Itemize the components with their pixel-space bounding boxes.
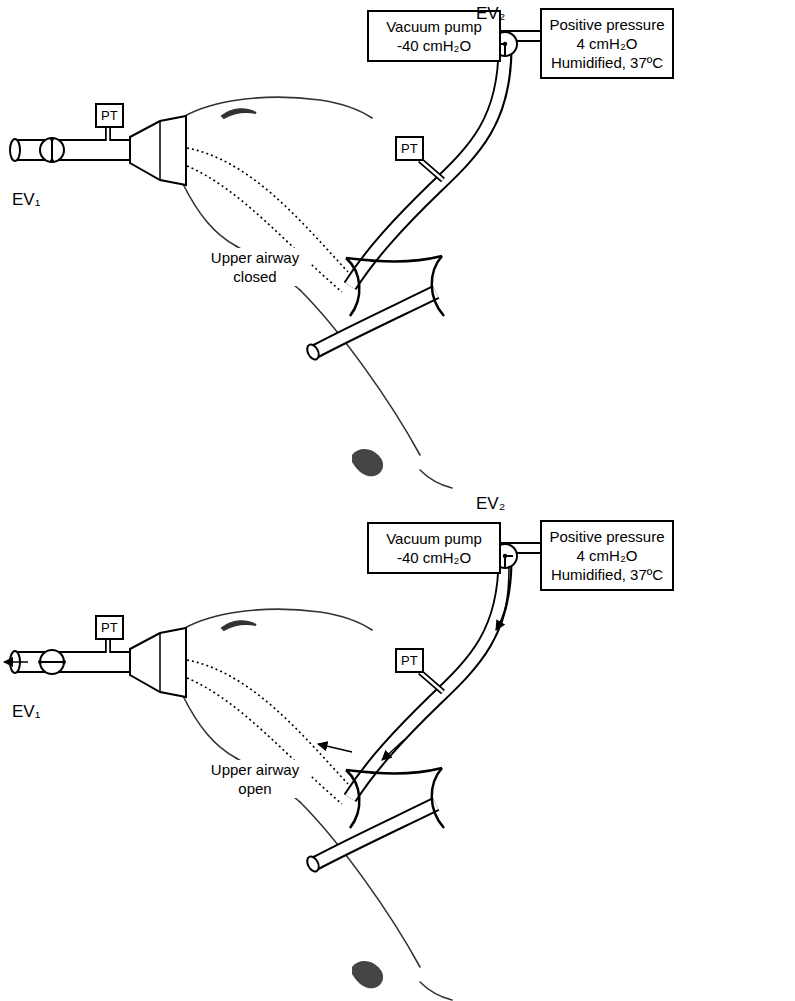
equipment-box: Positive pressure 4 cmH₂O Humidified, 37…	[540, 8, 674, 79]
airway-label: Upper airway open	[200, 760, 310, 798]
box-text: PT	[101, 108, 118, 123]
equipment-box: Vacuum pump -40 cmH₂O	[367, 522, 501, 574]
box-text: PT	[101, 620, 118, 635]
panel-open	[10, 544, 517, 1000]
valve-label: EV₂	[476, 494, 505, 514]
box-text: PT	[401, 141, 418, 156]
box-text: PT	[401, 653, 418, 668]
box-text: Positive pressure 4 cmH₂O Humidified, 37…	[548, 527, 666, 584]
box-text: Vacuum pump -40 cmH₂O	[375, 17, 493, 55]
transducer-box: PT	[395, 136, 424, 161]
box-text: Vacuum pump -40 cmH₂O	[375, 529, 493, 567]
transducer-box: PT	[395, 648, 424, 673]
valve-label: EV₁	[12, 702, 40, 722]
valve-label: EV₁	[12, 190, 40, 210]
airway-label: Upper airway closed	[200, 248, 310, 286]
transducer-box: PT	[95, 615, 124, 640]
box-text: Positive pressure 4 cmH₂O Humidified, 37…	[548, 15, 666, 72]
transducer-box: PT	[95, 103, 124, 128]
equipment-box: Positive pressure 4 cmH₂O Humidified, 37…	[540, 520, 674, 591]
valve-label: EV₂	[476, 4, 505, 24]
panel-closed	[10, 32, 517, 488]
